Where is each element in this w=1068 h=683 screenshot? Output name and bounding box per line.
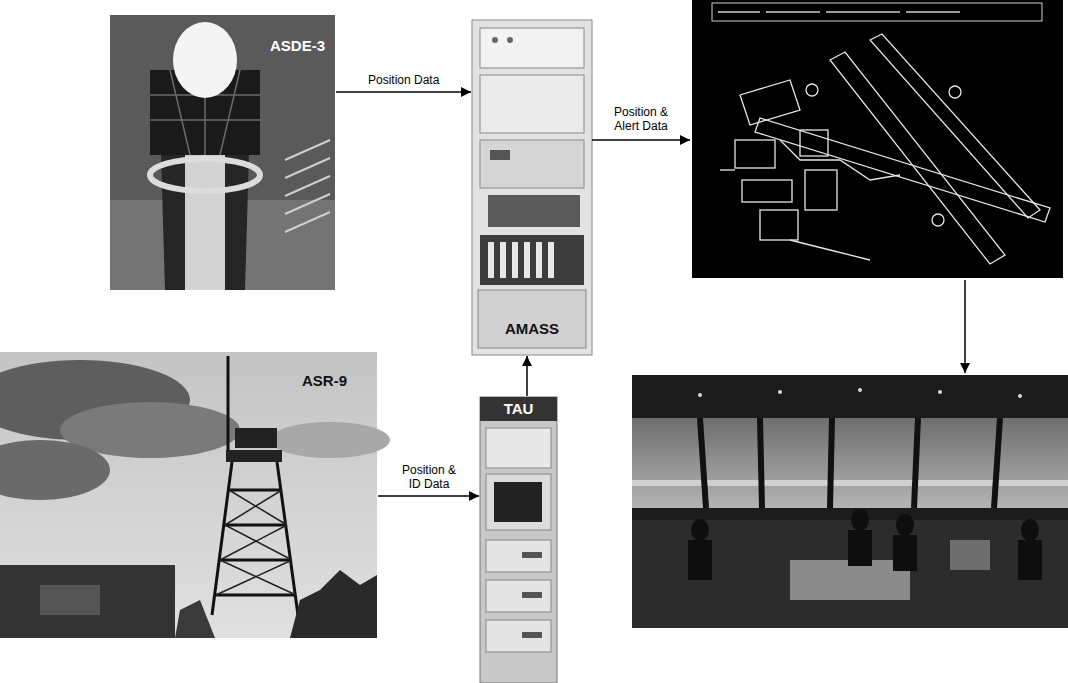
- connector-arrow: [378, 495, 479, 497]
- processor-cabinet: AMASS: [472, 20, 592, 355]
- equipment-label: ASR-9: [302, 372, 347, 390]
- equipment-label: TAU: [504, 400, 534, 418]
- flow-arrow: [592, 139, 690, 141]
- asr-photo: [0, 352, 390, 638]
- connector-arrow: [526, 356, 528, 396]
- display-screen: [692, 0, 1063, 278]
- equipment-label: AMASS: [505, 320, 559, 338]
- connector-arrow: [336, 91, 471, 93]
- interface-cabinet: TAU: [480, 397, 557, 683]
- flow-label: Position & Alert Data: [600, 104, 682, 134]
- flow-arrow: [964, 280, 966, 373]
- radar-photo: ASR-9: [0, 352, 377, 638]
- flow-label: Position & ID Data: [393, 462, 465, 492]
- radar-photo: ASDE-3: [110, 15, 335, 290]
- asde-photo: [110, 15, 335, 290]
- tau-cabinet: [480, 397, 557, 683]
- flow-label: Position Data: [365, 72, 442, 88]
- equipment-label: ASDE-3: [270, 37, 325, 55]
- amass-cabinet: [472, 20, 592, 355]
- tower-cab-photo: [632, 375, 1068, 628]
